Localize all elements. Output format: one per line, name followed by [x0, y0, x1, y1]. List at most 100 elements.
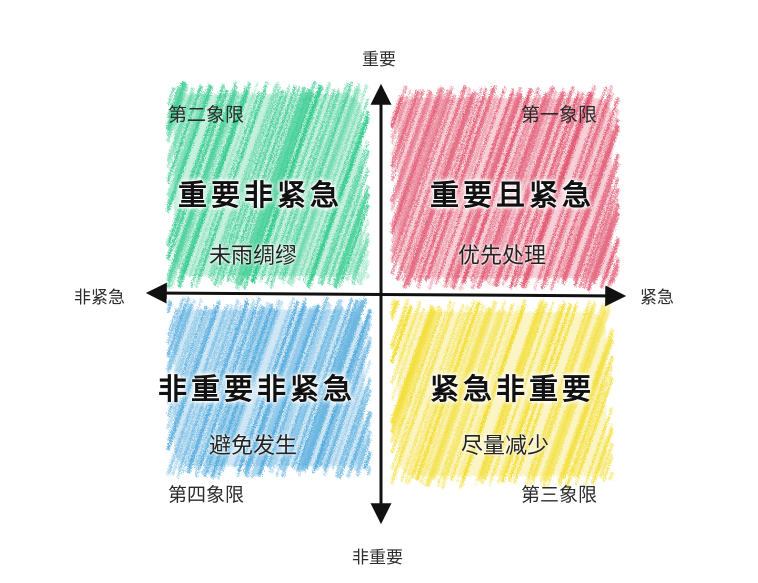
crayon-stroke: [176, 86, 247, 283]
crayon-stroke: [451, 93, 523, 290]
crayon-stroke: [401, 87, 471, 282]
quadrant-3-label: 第三象限: [521, 484, 598, 506]
quadrant-4-subtitle: 避免发生: [209, 434, 298, 459]
crayon-stroke: [400, 303, 465, 483]
crayon-stroke: [390, 91, 419, 167]
crayon-stroke: [251, 85, 322, 282]
crayon-stroke: [391, 89, 418, 162]
crayon-stroke: [420, 304, 485, 484]
crayon-stroke: [291, 297, 354, 469]
crayon-stroke: [311, 308, 372, 474]
crayon-stroke: [391, 89, 412, 144]
crayon-stroke: [390, 87, 442, 227]
crayon-stroke: [167, 87, 175, 106]
crayon-stroke: [166, 90, 238, 288]
crayon-stroke: [213, 89, 284, 286]
crayon-stroke: [391, 308, 425, 401]
crayon-stroke: [426, 307, 492, 487]
crayon-stroke: [432, 300, 498, 481]
crayon-stroke: [194, 299, 255, 470]
crayon-stroke: [525, 85, 597, 281]
crayon-stroke: [166, 92, 195, 168]
crayon-stroke: [320, 150, 370, 286]
crayon-stroke: [396, 85, 467, 281]
axis-label-urgent: 紧急: [640, 288, 674, 308]
crayon-stroke: [366, 273, 369, 279]
crayon-stroke: [245, 305, 308, 477]
crayon-stroke: [166, 299, 196, 377]
crayon-stroke: [239, 88, 311, 287]
crayon-stroke: [166, 296, 190, 358]
crayon-stroke: [268, 302, 330, 473]
crayon-stroke: [236, 307, 298, 478]
crayon-stroke: [166, 85, 238, 282]
crayon-stroke: [542, 309, 607, 489]
crayon-stroke: [390, 298, 410, 347]
crayon-stroke: [391, 95, 401, 120]
crayon-stroke: [539, 303, 604, 483]
crayon-stroke: [390, 89, 425, 182]
crayon-stroke: [586, 407, 613, 479]
quadrant-1-fill: [390, 85, 620, 292]
crayon-stroke: [423, 307, 489, 487]
crayon-stroke: [578, 177, 620, 288]
crayon-stroke: [593, 212, 619, 281]
crayon-stroke: [167, 306, 190, 367]
crayon-stroke: [221, 300, 284, 472]
crayon-stroke: [487, 90, 558, 285]
crayon-stroke: [340, 204, 370, 282]
crayon-stroke: [166, 80, 186, 130]
crayon-stroke: [216, 91, 287, 288]
crayon-stroke: [220, 84, 291, 281]
crayon-stroke: [482, 86, 552, 281]
crayon-stroke: [166, 87, 195, 161]
crayon-stroke: [366, 466, 372, 476]
crayon-stroke: [391, 301, 456, 480]
quadrant-3-fill: [390, 298, 614, 489]
crayon-stroke: [476, 93, 548, 289]
crayon-stroke: [483, 302, 548, 481]
crayon-stroke: [507, 303, 572, 482]
crayon-stroke: [166, 83, 225, 245]
crayon-stroke: [300, 299, 363, 471]
crayon-stroke: [611, 265, 620, 284]
crayon-stroke: [203, 306, 266, 478]
crayon-stroke: [208, 81, 280, 279]
crayon-stroke: [405, 90, 476, 285]
crayon-stroke: [563, 126, 620, 282]
crayon-stroke: [187, 297, 249, 468]
crayon-stroke: [166, 85, 180, 118]
crayon-stroke: [297, 84, 368, 281]
crayon-stroke: [565, 355, 614, 489]
crayon-stroke: [462, 88, 533, 284]
crayon-stroke: [266, 296, 329, 468]
crayon-stroke: [390, 298, 395, 307]
crayon-stroke: [286, 86, 359, 285]
crayon-stroke: [513, 92, 584, 288]
crayon-stroke: [317, 141, 369, 284]
crayon-stroke: [532, 303, 597, 483]
crayon-stroke: [542, 302, 608, 482]
crayon-stroke: [407, 91, 478, 287]
crayon-stroke: [573, 366, 613, 478]
crayon-stroke: [186, 302, 249, 474]
crayon-stroke: [582, 187, 620, 289]
crayon-stroke: [444, 88, 515, 284]
crayon-stroke: [166, 89, 229, 261]
quadrant-4-label: 第四象限: [168, 484, 245, 506]
horizontal-axis: [145, 282, 627, 307]
axis-label-not-important: 非重要: [352, 548, 403, 568]
crayon-stroke: [234, 86, 306, 284]
crayon-stroke: [253, 305, 316, 477]
crayon-stroke: [280, 299, 343, 471]
crayon-stroke: [391, 301, 422, 384]
crayon-stroke: [572, 154, 620, 282]
crayon-stroke: [167, 305, 216, 441]
crayon-stroke: [235, 91, 307, 290]
crayon-stroke: [270, 87, 340, 283]
crayon-stroke: [207, 302, 270, 474]
crayon-stroke: [602, 456, 614, 483]
crayon-stroke: [219, 299, 280, 470]
crayon-stroke: [491, 301, 555, 480]
